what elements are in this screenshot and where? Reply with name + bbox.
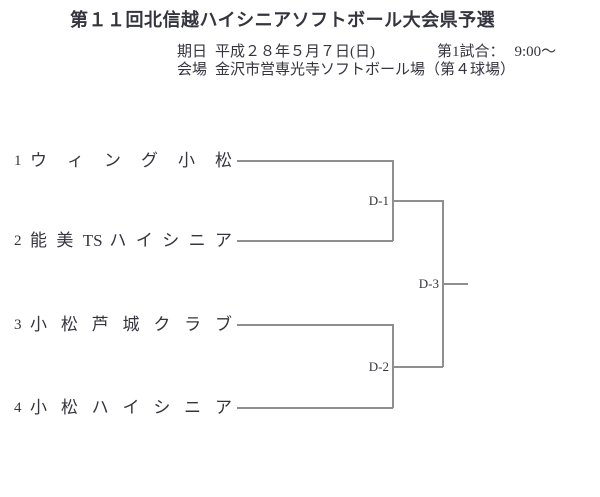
first-game-label: 第1試合： <box>437 44 505 60</box>
bracket-line-team4 <box>237 407 393 409</box>
bracket-line-team1 <box>237 160 393 162</box>
team-row-2: 2 能 美 TS ハ イ シ ニ ア <box>14 230 232 252</box>
team-seed: 4 <box>14 400 22 416</box>
match-label-d3: D-3 <box>418 276 439 291</box>
venue-value: 金沢市営専光寺ソフトボール場（第４球場） <box>215 62 516 78</box>
bracket-line-winner-d3 <box>442 283 468 285</box>
date-label: 期日 <box>177 44 208 60</box>
team-seed: 1 <box>14 153 22 169</box>
bracket-line-team3 <box>237 324 393 326</box>
venue-label: 会場 <box>177 62 208 78</box>
match-label-d2: D-2 <box>368 359 389 374</box>
team-name: ウ ィ ン グ 小 松 <box>30 151 232 170</box>
page-title: 第１１回北信越ハイシニアソフトボール大会県予選 <box>70 10 496 30</box>
team-row-4: 4 小 松 ハ イ シ ニ ア <box>14 397 232 419</box>
team-name: 能 美 TS ハ イ シ ニ ア <box>30 231 232 250</box>
team-row-1: 1 ウ ィ ン グ 小 松 <box>14 150 232 172</box>
first-game-time: 9:00～ <box>514 44 557 60</box>
date-value: 平成２８年５月７日(日) <box>215 44 375 60</box>
team-seed: 2 <box>14 233 22 249</box>
match-label-d1: D-1 <box>368 193 389 208</box>
team-seed: 3 <box>14 317 22 333</box>
bracket-line-winner-d1 <box>392 200 443 202</box>
bracket-line-winner-d2 <box>392 366 443 368</box>
team-name: 小 松 芦 城 ク ラ ブ <box>30 315 232 334</box>
first-game: 第1試合： 9:00～ <box>437 40 556 61</box>
team-row-3: 3 小 松 芦 城 ク ラ ブ <box>14 314 232 336</box>
team-name: 小 松 ハ イ シ ニ ア <box>30 398 232 417</box>
bracket-line-team2 <box>237 240 393 242</box>
